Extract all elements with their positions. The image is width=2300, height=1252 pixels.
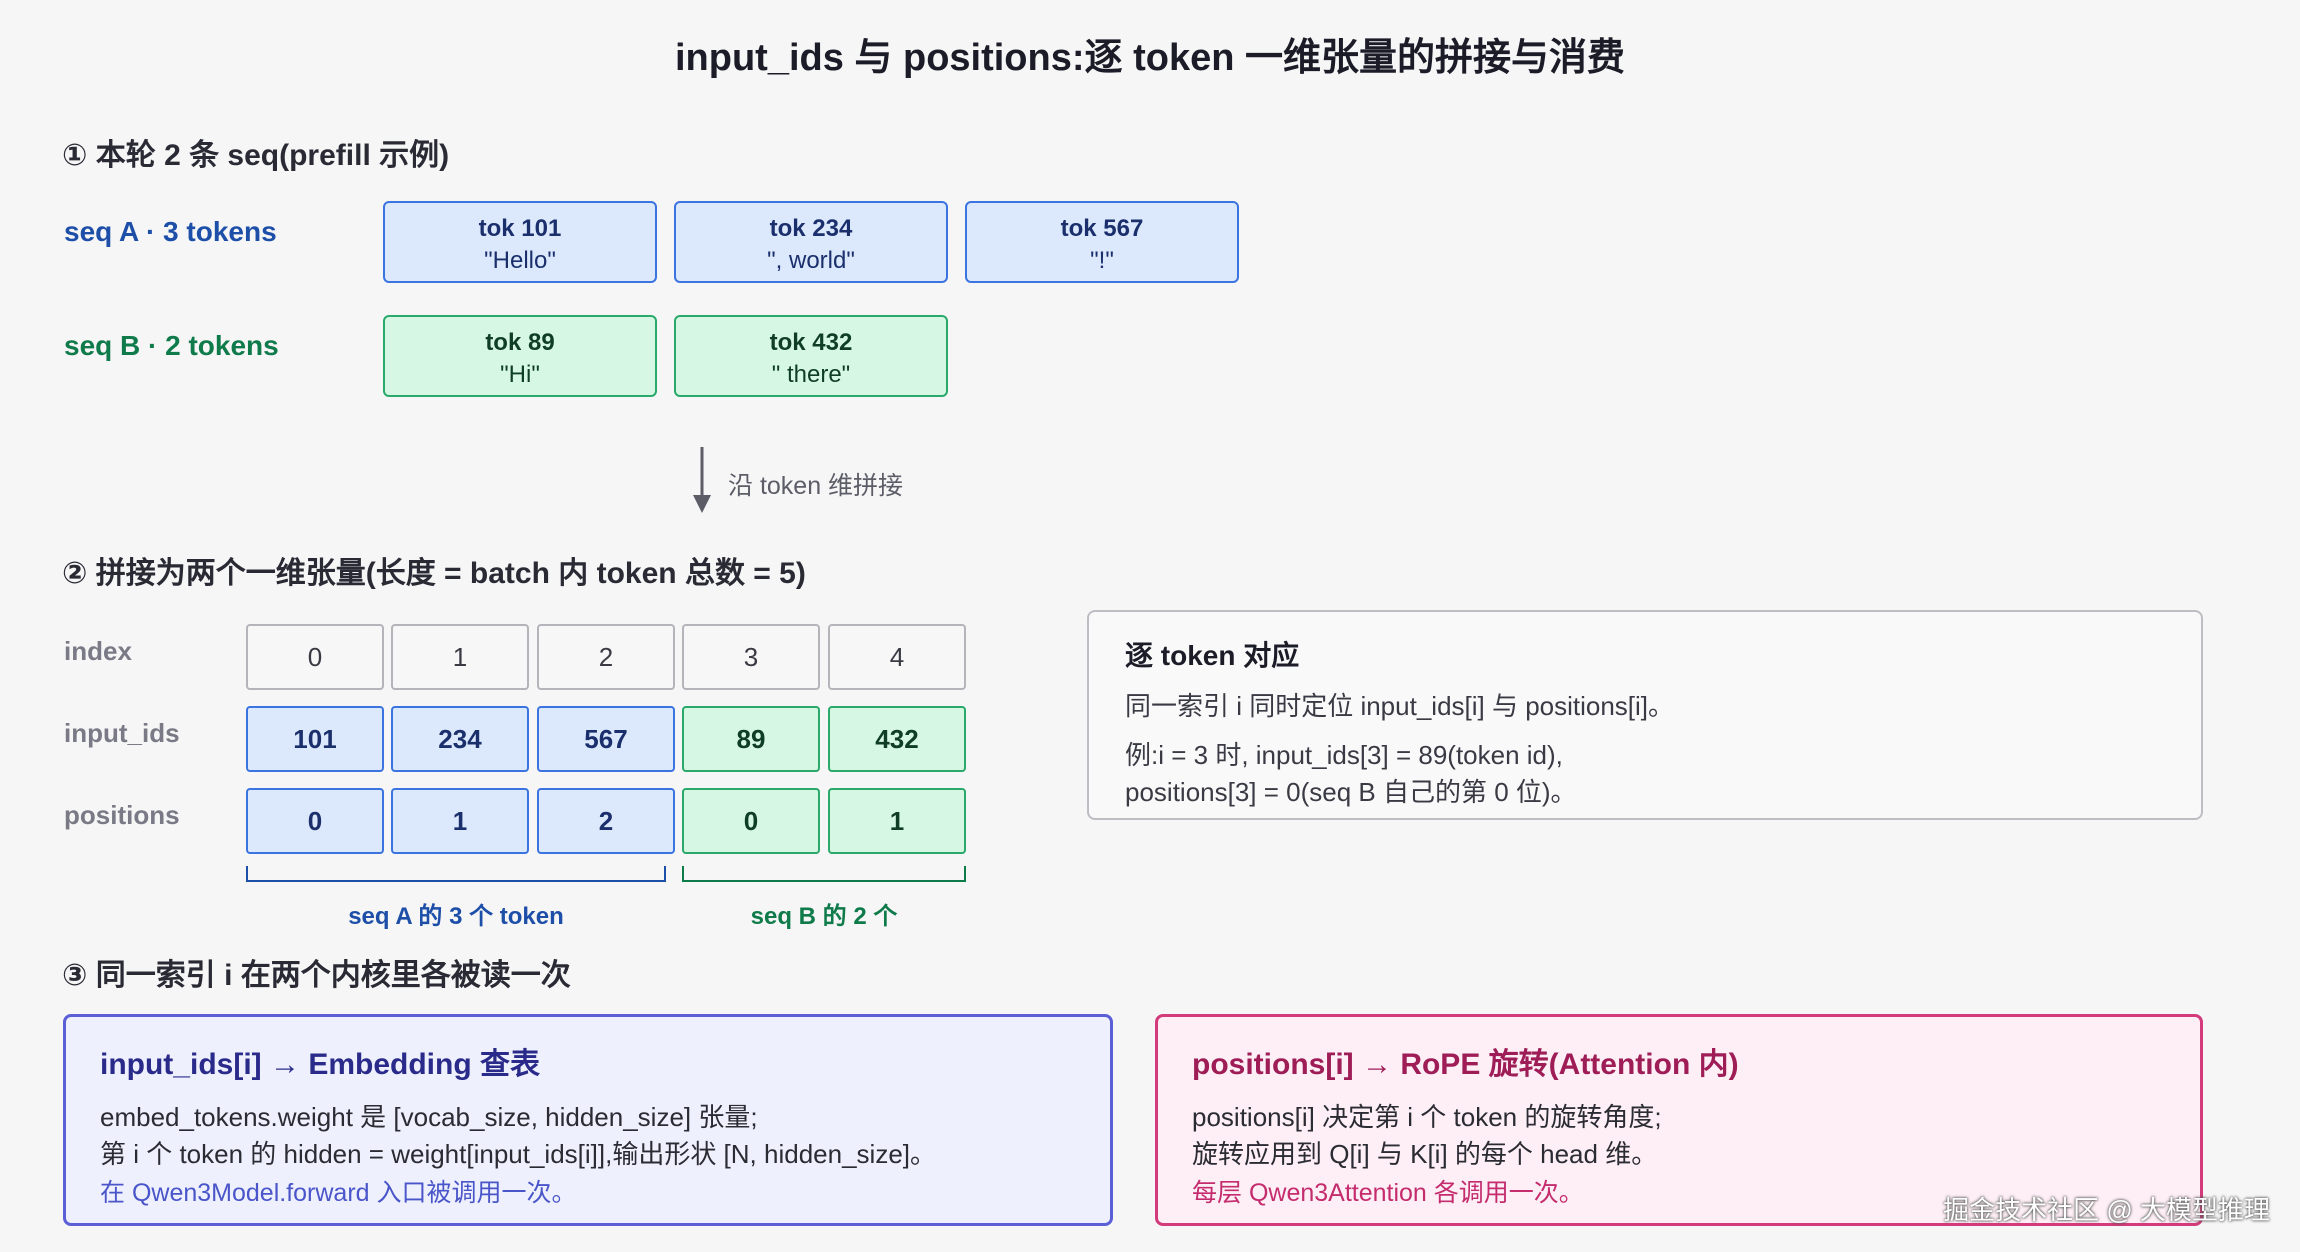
positions-cell: 0: [246, 788, 384, 854]
section-1-heading: ① 本轮 2 条 seq(prefill 示例): [62, 139, 450, 172]
embedding-card-line: 第 i 个 token 的 hidden = weight[input_ids[…: [100, 1139, 936, 1169]
token-id: tok 101: [478, 215, 562, 242]
concat-arrow-icon: [693, 447, 711, 513]
token-id: tok 567: [1060, 215, 1144, 242]
index-cell: 4: [828, 624, 966, 690]
seq-a-label: seq A · 3 tokens: [64, 216, 277, 247]
positions-cell: 1: [391, 788, 529, 854]
index-cell: 1: [391, 624, 529, 690]
seq-a-brace: [246, 866, 666, 882]
input-ids-cell: 567: [537, 706, 675, 772]
seq-b-brace-label: seq B 的 2 个: [750, 903, 898, 930]
seq-b-token-0: tok 89 "Hi": [383, 315, 657, 397]
positions-row-label: positions: [64, 800, 180, 830]
seq-b-brace: [682, 866, 966, 882]
page-title: input_ids 与 positions:逐 token 一维张量的拼接与消费: [674, 37, 1625, 79]
seq-b-token-1: tok 432 " there": [674, 315, 948, 397]
seq-a-token-2: tok 567 "!": [965, 201, 1239, 283]
rope-card-title: positions[i] → RoPE 旋转(Attention 内): [1192, 1048, 1739, 1081]
note-line: positions[3] = 0(seq B 自己的第 0 位)。: [1125, 777, 1577, 807]
input-ids-cell: 432: [828, 706, 966, 772]
rope-card-line: 旋转应用到 Q[i] 与 K[i] 的每个 head 维。: [1192, 1139, 1658, 1169]
embedding-card-footer: 在 Qwen3Model.forward 入口被调用一次。: [100, 1179, 577, 1207]
token-text: "!": [1090, 247, 1114, 274]
embedding-card-title: input_ids[i] → Embedding 查表: [100, 1048, 540, 1081]
positions-cell: 2: [537, 788, 675, 854]
token-text: " there": [771, 361, 851, 388]
watermark: 掘金技术社区 @ 大模型推理: [1943, 1195, 2270, 1225]
section-2-heading: ② 拼接为两个一维张量(长度 = batch 内 token 总数 = 5): [62, 557, 806, 590]
index-cell: 3: [682, 624, 820, 690]
input-ids-cell: 234: [391, 706, 529, 772]
positions-cell: 1: [828, 788, 966, 854]
index-row-label: index: [64, 636, 132, 666]
token-id: tok 234: [769, 215, 853, 242]
note-line: 同一索引 i 同时定位 input_ids[i] 与 positions[i]。: [1125, 691, 1675, 721]
per-token-note: 逐 token 对应 同一索引 i 同时定位 input_ids[i] 与 po…: [1087, 610, 2203, 820]
seq-a-token-0: tok 101 "Hello": [383, 201, 657, 283]
token-text: "Hi": [500, 361, 540, 388]
seq-a-token-1: tok 234 ", world": [674, 201, 948, 283]
token-id: tok 432: [769, 329, 853, 356]
rope-card: positions[i] → RoPE 旋转(Attention 内) posi…: [1155, 1014, 2203, 1226]
concat-arrow-label: 沿 token 维拼接: [728, 472, 904, 500]
input-ids-cell: 101: [246, 706, 384, 772]
token-text: "Hello": [484, 247, 556, 274]
rope-card-line: positions[i] 决定第 i 个 token 的旋转角度;: [1192, 1102, 1662, 1132]
note-title: 逐 token 对应: [1125, 640, 1300, 671]
input-ids-cell: 89: [682, 706, 820, 772]
token-id: tok 89: [485, 329, 555, 356]
index-cell: 0: [246, 624, 384, 690]
seq-a-brace-label: seq A 的 3 个 token: [348, 903, 564, 930]
note-line: 例:i = 3 时, input_ids[3] = 89(token id),: [1125, 740, 1563, 770]
token-text: ", world": [767, 247, 855, 274]
index-cell: 2: [537, 624, 675, 690]
seq-b-label: seq B · 2 tokens: [64, 330, 279, 361]
positions-cell: 0: [682, 788, 820, 854]
section-3-heading: ③ 同一索引 i 在两个内核里各被读一次: [62, 959, 571, 992]
embedding-card-line: embed_tokens.weight 是 [vocab_size, hidde…: [100, 1102, 758, 1132]
embedding-card: input_ids[i] → Embedding 查表 embed_tokens…: [63, 1014, 1113, 1226]
rope-card-footer: 每层 Qwen3Attention 各调用一次。: [1192, 1179, 1584, 1207]
input-ids-row-label: input_ids: [64, 718, 180, 748]
